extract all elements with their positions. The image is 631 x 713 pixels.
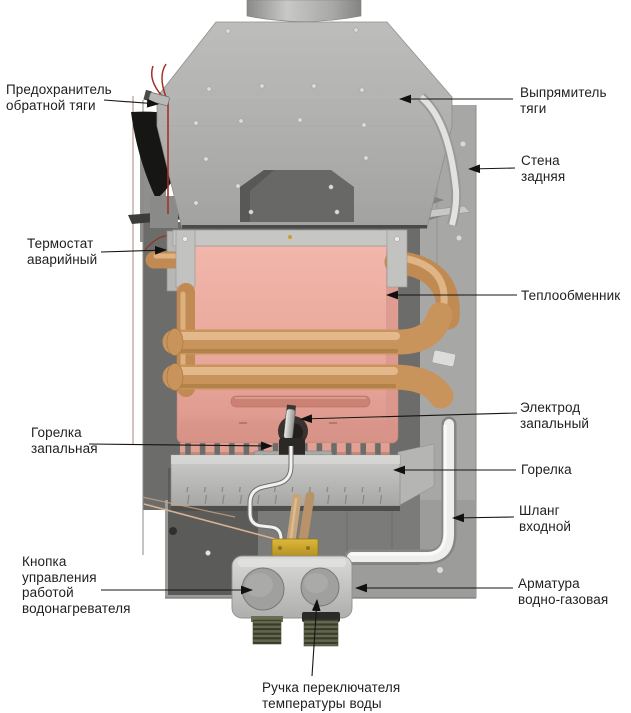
leader-lines (88, 94, 518, 677)
leader-ignition-electrode (299, 412, 518, 424)
mounting-strap (172, 229, 408, 288)
gas-feed (271, 491, 319, 559)
inlet-hose (344, 416, 457, 565)
control-knob (241, 567, 285, 611)
burner (170, 443, 435, 511)
pipe-nipples (251, 612, 340, 647)
label-ignition-electrode: Электрод запальный (520, 400, 590, 431)
label-burner: Горелка (521, 462, 572, 477)
label-back-wall: Стена задняя (521, 153, 566, 184)
left-edge-lines (132, 96, 144, 555)
label-draft-rectifier: Выпрямитель тяги (520, 85, 607, 116)
leader-temp-selector-knob (311, 598, 321, 677)
flue-pipe (246, 0, 362, 22)
label-water-gas-valve: Арматура водно-газовая (518, 576, 609, 607)
leader-emergency-thermostat (100, 245, 168, 255)
leader-backdraft-safety (103, 98, 160, 108)
hood-right-flange (417, 93, 462, 227)
pilot-gas-tube (247, 446, 294, 557)
copper-pipes (162, 283, 456, 409)
label-control-button: Кнопка управления работой водонагревател… (22, 554, 131, 616)
label-inlet-hose: Шланг входной (519, 503, 572, 534)
label-backdraft-safety: Предохранитель обратной тяги (6, 82, 112, 113)
label-heat-exchanger: Теплообменник (521, 288, 621, 303)
label-pilot-burner: Горелка запальная (31, 425, 98, 456)
label-emergency-thermostat: Термостат аварийный (27, 236, 98, 267)
leader-back-wall (467, 164, 516, 174)
water-gas-valve (231, 555, 353, 647)
label-temp-selector-knob: Ручка переключателя температуры воды (262, 680, 401, 711)
leader-inlet-hose (451, 513, 515, 523)
leader-pilot-burner (88, 441, 274, 451)
temperature-knob (300, 567, 340, 607)
draft-hood (156, 21, 453, 229)
